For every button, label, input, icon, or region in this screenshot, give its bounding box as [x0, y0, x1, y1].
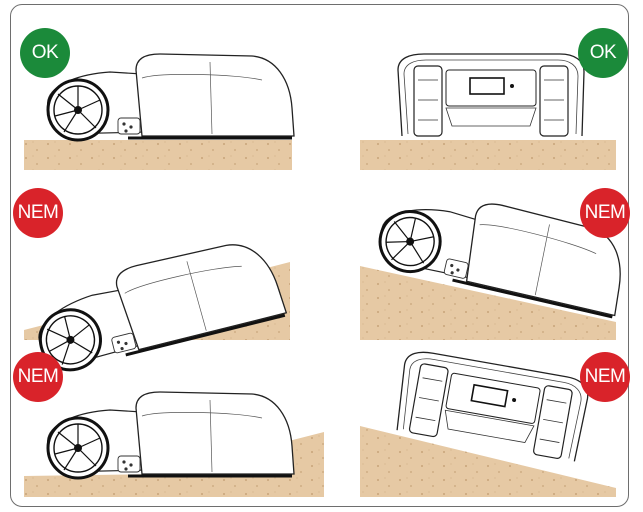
panel-side-uphill: [24, 233, 290, 376]
nem-badge: NEM: [13, 188, 63, 238]
nem-badge: NEM: [580, 188, 630, 238]
nem-badge: NEM: [13, 352, 63, 402]
mower-front-view: [398, 54, 584, 136]
nem-badge: NEM: [580, 352, 630, 402]
panel-side-ramp: [24, 392, 324, 497]
mower-side-view: [48, 54, 295, 140]
ok-badge: OK: [20, 28, 70, 78]
ok-badge: OK: [578, 28, 628, 78]
panel-side-flat: [24, 54, 294, 170]
panel-front-flat: [360, 54, 616, 170]
panel-front-sideways: [360, 349, 616, 497]
